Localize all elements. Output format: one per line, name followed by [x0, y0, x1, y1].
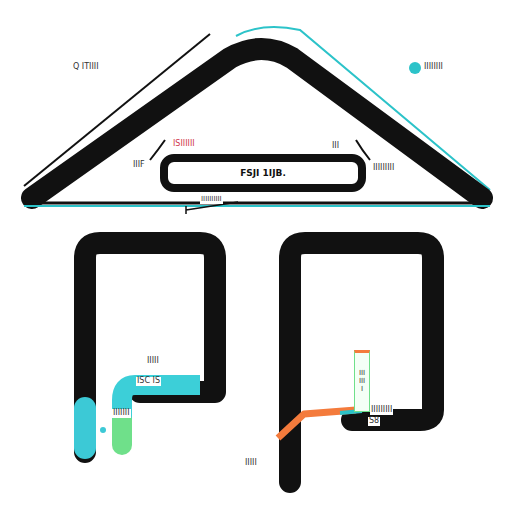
annotation-label: III [331, 142, 340, 151]
annotation-label: S8 [368, 417, 380, 426]
left-accent [122, 385, 200, 445]
left-accent [112, 420, 132, 445]
base-line [24, 205, 490, 207]
left-frame [85, 243, 215, 452]
node-text: FSJI 1IJB. [240, 168, 286, 178]
annotation-label: IIIIIIIIII [200, 196, 223, 204]
status-dot [409, 62, 421, 74]
roof-band [32, 49, 482, 198]
annotation-label: IIIIIIIII [370, 406, 393, 415]
annotation-label: IIIII [146, 357, 160, 366]
right-frame [290, 243, 433, 482]
title-bar: FSJI 1IJB. [160, 154, 366, 192]
annotation-label: IIIII [244, 459, 258, 468]
indicator-box: IIIIIII [354, 350, 370, 412]
annotation-label: ISC IS [136, 377, 161, 386]
annotation-label: IIIIIIIII [372, 164, 395, 173]
annotation-label: IIIF [132, 161, 146, 170]
left-accent [74, 408, 96, 448]
annotation-label: IIIIIII [112, 409, 131, 418]
node-text: IIIIIII [359, 370, 366, 393]
annotation-label: Q ITIIII [72, 63, 100, 72]
dot [100, 427, 106, 433]
strut [150, 140, 165, 160]
leader-line [186, 202, 238, 214]
annotation-label: IIIIIIII [423, 63, 444, 72]
base-line [24, 202, 490, 205]
annotation-label: ISIIIIII [172, 140, 196, 149]
